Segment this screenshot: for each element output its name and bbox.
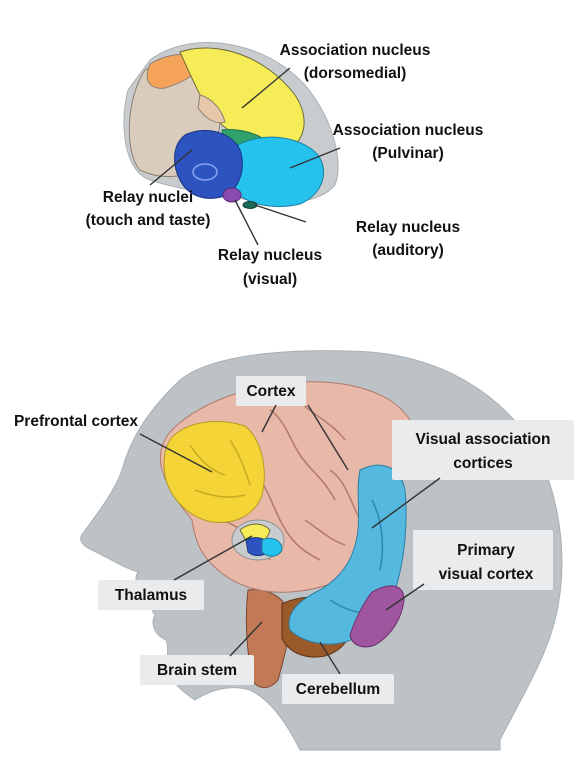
label-box-visual-association [392, 420, 574, 480]
label-box-thalamus [98, 580, 204, 610]
label-box-brain-stem [140, 655, 254, 685]
label-relay-touch-taste-line2: (touch and taste) [86, 212, 211, 229]
brain-head-diagram: Cortex Prefrontal cortex Visual associat… [14, 350, 574, 751]
leader-dorsomedial [241, 67, 291, 109]
label-association-pulvinar-line2: (Pulvinar) [372, 145, 443, 162]
label-relay-visual-line1: Relay nucleus [218, 247, 322, 264]
label-cerebellum: Cerebellum [296, 681, 380, 698]
label-association-dorsomedial-line2: (dorsomedial) [304, 65, 406, 82]
leader-relay-visual [234, 199, 259, 246]
prefrontal-cortex-shape [163, 421, 265, 524]
label-thalamus: Thalamus [115, 587, 187, 604]
thalamus-nuclei-diagram: Association nucleus (dorsomedial) Associ… [86, 42, 484, 288]
leader-prefrontal [139, 433, 213, 473]
association-nucleus-pulvinar-shape [228, 136, 325, 207]
prefrontal-fold-lines [189, 439, 251, 498]
label-visual-association-line1: Visual association [416, 431, 551, 448]
thalamus-small-fold [197, 94, 226, 124]
label-brain-stem: Brain stem [157, 662, 237, 679]
label-primary-visual-line1: Primary [457, 542, 515, 559]
leader-cortex-1 [261, 404, 277, 433]
thalamus-inset [231, 519, 285, 561]
label-relay-visual-line2: (visual) [243, 271, 297, 288]
relay-nucleus-auditory-shape [242, 201, 258, 209]
brain-stem-shape [245, 589, 290, 688]
label-cortex: Cortex [246, 383, 295, 400]
label-prefrontal-cortex: Prefrontal cortex [14, 413, 138, 430]
leader-visual-association [371, 477, 441, 529]
label-relay-touch-taste-line1: Relay nuclei [103, 189, 193, 206]
label-relay-auditory-line2: (auditory) [372, 242, 443, 259]
label-box-cortex [236, 376, 306, 406]
label-relay-auditory-line1: Relay nucleus [356, 219, 460, 236]
label-visual-association-line2: cortices [453, 455, 512, 472]
relay-nuclei-inner-outline [192, 163, 218, 181]
label-box-primary-visual [413, 530, 553, 590]
leader-cortex-2 [307, 404, 349, 471]
leader-thalamus [173, 535, 253, 581]
leader-relay-auditory [254, 204, 307, 223]
primary-visual-cortex-shape [349, 585, 405, 648]
leader-brain-stem [229, 621, 263, 657]
label-association-dorsomedial-line1: Association nucleus [280, 42, 431, 59]
leader-relay-touch-taste [149, 149, 193, 186]
leader-pulvinar [289, 147, 341, 169]
label-primary-visual-line2: visual cortex [439, 566, 534, 583]
leader-primary-visual [385, 583, 425, 611]
relay-nucleus-visual-shape [222, 187, 242, 203]
label-association-pulvinar-line1: Association nucleus [333, 122, 484, 139]
leader-cerebellum [319, 641, 341, 675]
label-box-cerebellum [282, 674, 394, 704]
